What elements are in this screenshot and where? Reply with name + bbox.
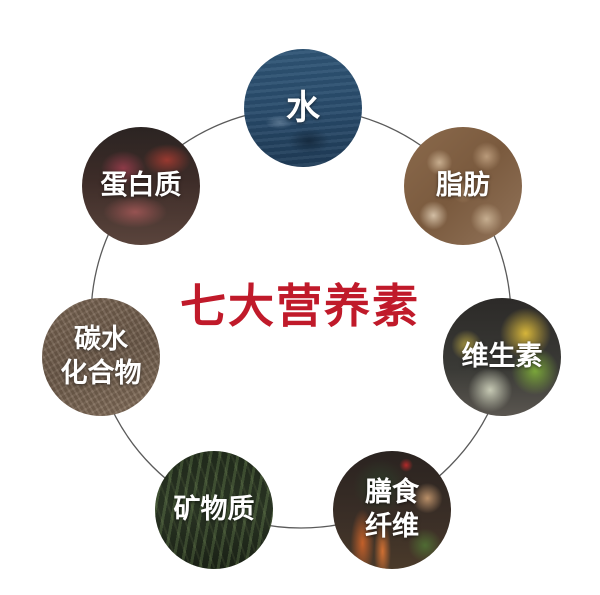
- node-label-water: 水: [286, 88, 320, 128]
- diagram-title: 七大营养素: [180, 279, 420, 333]
- vitamin-image: [443, 298, 561, 416]
- node-label-fiber: 膳食 纤维: [365, 477, 419, 542]
- node-fat: 脂肪: [404, 127, 522, 245]
- node-carbs: 碳水 化合物: [42, 298, 160, 416]
- node-label-vitamin: 维生素: [461, 341, 543, 372]
- protein-image: [82, 127, 200, 245]
- mineral-image: [155, 451, 273, 569]
- water-image: [244, 49, 362, 167]
- carbs-image: [42, 298, 160, 416]
- node-vitamin: 维生素: [443, 298, 561, 416]
- node-label-fat: 脂肪: [436, 170, 490, 201]
- node-fiber: 膳食 纤维: [333, 451, 451, 569]
- fat-image: [404, 127, 522, 245]
- fiber-image: [333, 451, 451, 569]
- node-protein: 蛋白质: [82, 127, 200, 245]
- node-label-mineral: 矿物质: [173, 494, 255, 525]
- node-water: 水: [244, 49, 362, 167]
- node-label-protein: 蛋白质: [100, 170, 182, 201]
- node-mineral: 矿物质: [155, 451, 273, 569]
- node-label-carbs: 碳水 化合物: [60, 324, 142, 389]
